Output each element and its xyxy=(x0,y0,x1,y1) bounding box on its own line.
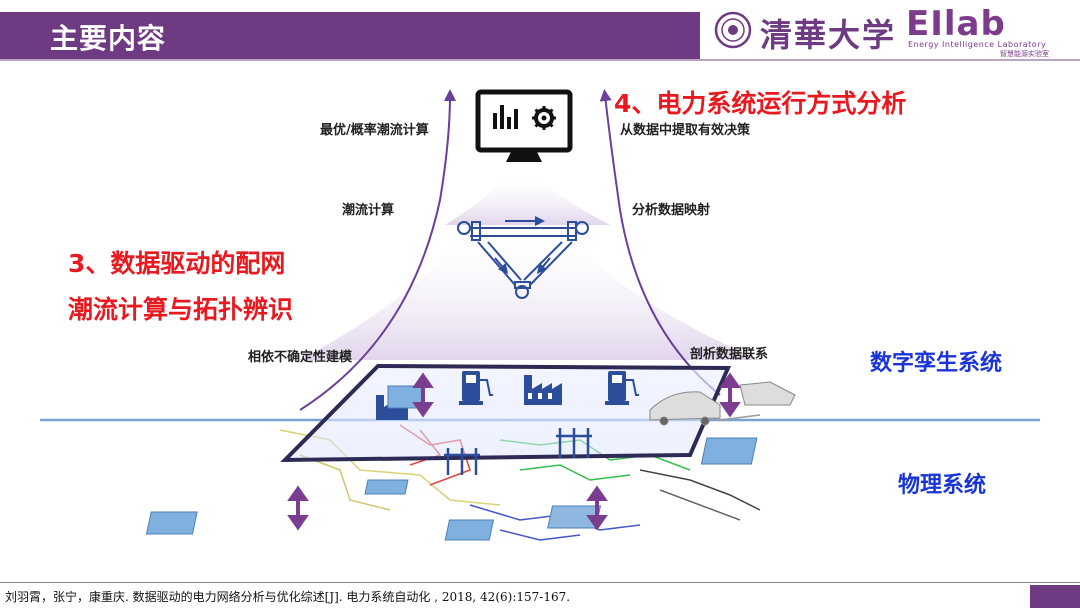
cone-shade-upper xyxy=(445,170,610,225)
section-3-title-line2: 潮流计算与拓扑辨识 xyxy=(68,290,293,326)
optimal-flow-label: 最优/概率潮流计算 xyxy=(320,119,429,138)
cone-shade xyxy=(300,220,760,360)
power-flow-label: 潮流计算 xyxy=(342,199,394,218)
footer-accent-block xyxy=(1030,585,1080,608)
physical-layer-label: 物理系统 xyxy=(898,467,986,499)
digital-twin-layer-label: 数字孪生系统 xyxy=(870,345,1002,377)
data-correlation-label: 剖析数据联系 xyxy=(690,343,768,362)
section-4-title: 4、电力系统运行方式分析 xyxy=(614,84,906,120)
uncertainty-modeling-label: 相依不确定性建模 xyxy=(248,346,352,365)
data-mapping-label: 分析数据映射 xyxy=(632,199,710,218)
footer-citation: 刘羽霄，张宁，康重庆. 数据驱动的电力网络分析与优化综述[J]. 电力系统自动化… xyxy=(5,588,570,605)
section-3-title-line1: 3、数据驱动的配网 xyxy=(68,244,285,280)
extract-decision-label: 从数据中提取有效决策 xyxy=(620,119,750,138)
monitor-chart-gear-icon xyxy=(478,92,570,162)
footer-divider xyxy=(0,582,1080,583)
